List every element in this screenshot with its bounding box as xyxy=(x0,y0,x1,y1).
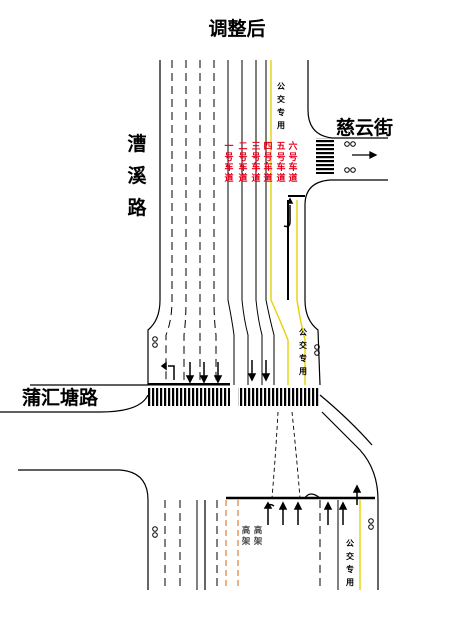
lane-line-solid xyxy=(241,60,249,385)
lane-label-1: 一号车道 xyxy=(224,142,234,184)
u-turn-arrow-icon xyxy=(283,197,294,228)
lane-line xyxy=(183,60,187,385)
lane-label-5: 五号车道 xyxy=(276,142,286,184)
bus-lane-line xyxy=(296,200,306,385)
road-edge-east-north-2 xyxy=(304,179,388,386)
road-edge-east-north xyxy=(307,60,388,139)
lane-label-2: 二号车道 xyxy=(238,142,248,184)
road-edge-west-road-bottom xyxy=(0,394,149,413)
lane-line-solid xyxy=(227,60,235,385)
bicycle-icon xyxy=(152,336,158,348)
straight-arrow-icon xyxy=(213,362,223,384)
stop-line xyxy=(148,383,230,386)
road-name-vertical: 漕溪路 xyxy=(127,133,147,219)
straight-arrow-icon xyxy=(247,360,257,382)
lane-label-3: 三号车道 xyxy=(251,142,261,184)
road-edge-east-curve-inner xyxy=(319,394,373,446)
crosswalk-east xyxy=(316,138,334,174)
road-name-west: 蒲汇塘路 xyxy=(22,387,99,409)
bus-lane-label-south: 公交专用 xyxy=(346,539,354,587)
u-turn-arrow-icon xyxy=(263,501,275,525)
left-turn-arrow-icon xyxy=(160,361,175,380)
elevated-label-1: 高架 xyxy=(241,526,251,547)
bicycle-icon xyxy=(152,526,158,538)
straight-arrow-icon xyxy=(352,150,378,160)
lane-label-4: 四号车道 xyxy=(263,142,273,184)
diagram-title: 调整后 xyxy=(208,18,266,40)
lane-line-solid xyxy=(265,60,275,385)
bus-lane-line xyxy=(270,60,289,385)
road-name-east: 慈云街 xyxy=(336,117,394,139)
straight-arrow-icon xyxy=(278,501,288,525)
straight-arrow-icon xyxy=(352,484,362,505)
bicycle-icon xyxy=(344,167,356,173)
crosswalk-north-east xyxy=(238,388,320,406)
guide-line xyxy=(291,411,301,499)
straight-arrow-icon xyxy=(185,362,195,384)
straight-arrow-icon xyxy=(323,501,333,525)
lane-line xyxy=(213,60,217,385)
crosswalk-north-west xyxy=(148,388,230,406)
road-edge-west-north xyxy=(147,60,161,385)
lane-label-6: 六号车道 xyxy=(288,142,298,184)
straight-arrow-icon xyxy=(293,501,303,525)
bicycle-icon xyxy=(344,141,356,147)
bus-lane-label-north: 公交专用 xyxy=(277,82,285,130)
lane-line xyxy=(165,60,173,385)
bicycle-icon xyxy=(368,518,374,530)
road-edge-east-curve xyxy=(321,411,379,590)
bicycle-icon xyxy=(314,344,320,356)
bus-lane-label-middle: 公交专用 xyxy=(299,328,307,376)
straight-arrow-icon xyxy=(199,362,209,384)
south-divider xyxy=(304,493,321,499)
elevated-label-2: 高架 xyxy=(253,526,263,547)
guide-line xyxy=(271,411,279,499)
straight-arrow-icon xyxy=(338,501,348,525)
lane-line-solid xyxy=(255,60,263,385)
straight-arrow-icon xyxy=(261,360,271,382)
road-edge-west-road-lower xyxy=(18,469,149,590)
